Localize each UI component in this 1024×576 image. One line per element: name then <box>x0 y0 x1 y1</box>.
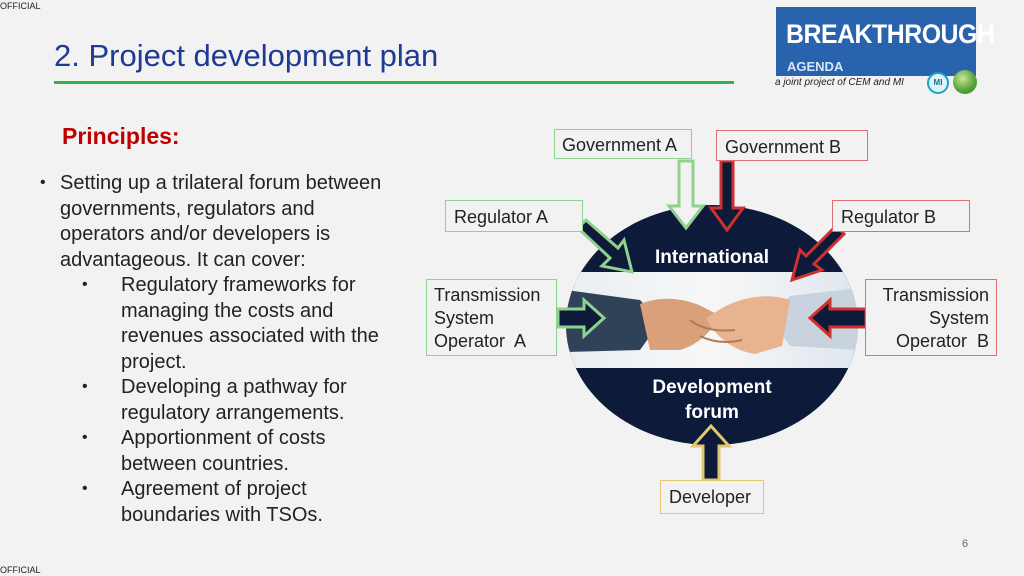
official-marking-bottom: OFFICIAL <box>0 565 41 575</box>
logo-tagline: a joint project of CEM and MI <box>775 77 904 88</box>
reg-a-arrow <box>575 217 635 274</box>
government-a-label: Government A <box>562 135 678 155</box>
principles-intro: Setting up a trilateral forum between go… <box>60 171 381 273</box>
government-b-label: Government B <box>725 137 842 157</box>
item-line: boundaries with TSOs. <box>121 503 323 526</box>
forum-label-line: forum <box>685 402 739 423</box>
gov-b-arrow <box>708 159 746 233</box>
slide-title: 2. Project development plan <box>54 38 439 73</box>
tso-a-label-line: Transmission <box>434 285 541 305</box>
bullet-icon: • <box>82 276 88 293</box>
item-line: project. <box>121 350 187 373</box>
tso-a-box: Transmission System Operator A <box>426 279 557 356</box>
principle-item: Agreement of project boundaries with TSO… <box>121 477 323 528</box>
official-marking-top: OFFICIAL <box>0 1 41 11</box>
intro-line: advantageous. It can cover: <box>60 248 306 271</box>
tso-b-label-line: System <box>928 308 989 328</box>
developer-label: Developer <box>669 487 752 507</box>
forum-label-bottom: Development forum <box>566 375 858 425</box>
globe-logo-icon <box>953 70 977 94</box>
intro-line: Setting up a trilateral forum between <box>60 172 382 194</box>
bullet-icon: • <box>82 480 88 497</box>
regulator-b-box: Regulator B <box>832 200 970 232</box>
principles-heading: Principles: <box>62 123 180 149</box>
intro-line: operators and/or developers is <box>60 223 331 245</box>
tso-b-label-line: Operator B <box>895 331 989 351</box>
intro-line: governments, regulators and <box>60 197 315 220</box>
tso-a-label-line: System <box>434 308 495 328</box>
item-line: between countries. <box>121 452 289 475</box>
logo-main-text: BREAKTHROUGH <box>786 19 995 49</box>
item-line: regulatory arrangements. <box>121 401 345 424</box>
tso-a-arrow <box>556 296 607 340</box>
regulator-a-label: Regulator A <box>454 207 549 227</box>
forum-label-top: International <box>654 247 769 268</box>
mi-logo-icon: MI <box>927 72 949 94</box>
regulator-b-label: Regulator B <box>841 207 937 227</box>
tso-b-label-line: Transmission <box>882 285 989 305</box>
tso-b-arrow <box>807 296 868 340</box>
bullet-icon: • <box>40 174 46 191</box>
principle-item: Apportionment of costs between countries… <box>121 426 326 477</box>
government-b-box: Government B <box>716 130 868 161</box>
item-line: revenues associated with the <box>121 325 379 347</box>
bullet-icon: • <box>82 429 88 446</box>
gov-a-arrow <box>665 159 707 231</box>
item-line: Developing a pathway for <box>121 376 347 398</box>
tso-b-box: Transmission System Operator B <box>865 279 997 356</box>
item-line: managing the costs and <box>121 299 334 322</box>
page-number: 6 <box>962 538 969 550</box>
item-line: Agreement of project <box>121 478 307 500</box>
principle-item: Regulatory frameworks for managing the c… <box>121 273 379 375</box>
developer-arrow <box>689 423 733 482</box>
principle-item: Developing a pathway for regulatory arra… <box>121 375 347 426</box>
handshake-image <box>566 272 858 368</box>
government-a-box: Government A <box>554 129 692 159</box>
bullet-icon: • <box>82 378 88 395</box>
breakthrough-logo <box>776 7 976 76</box>
item-line: Apportionment of costs <box>121 427 326 449</box>
developer-box: Developer <box>660 480 764 514</box>
logo-sub-text: AGENDA <box>787 59 844 74</box>
reg-b-arrow <box>789 223 847 283</box>
item-line: Regulatory frameworks for <box>121 274 356 296</box>
tso-a-label-line: Operator A <box>434 331 527 351</box>
title-underline <box>54 81 734 84</box>
forum-label-line: Development <box>652 377 772 398</box>
regulator-a-box: Regulator A <box>445 200 583 232</box>
